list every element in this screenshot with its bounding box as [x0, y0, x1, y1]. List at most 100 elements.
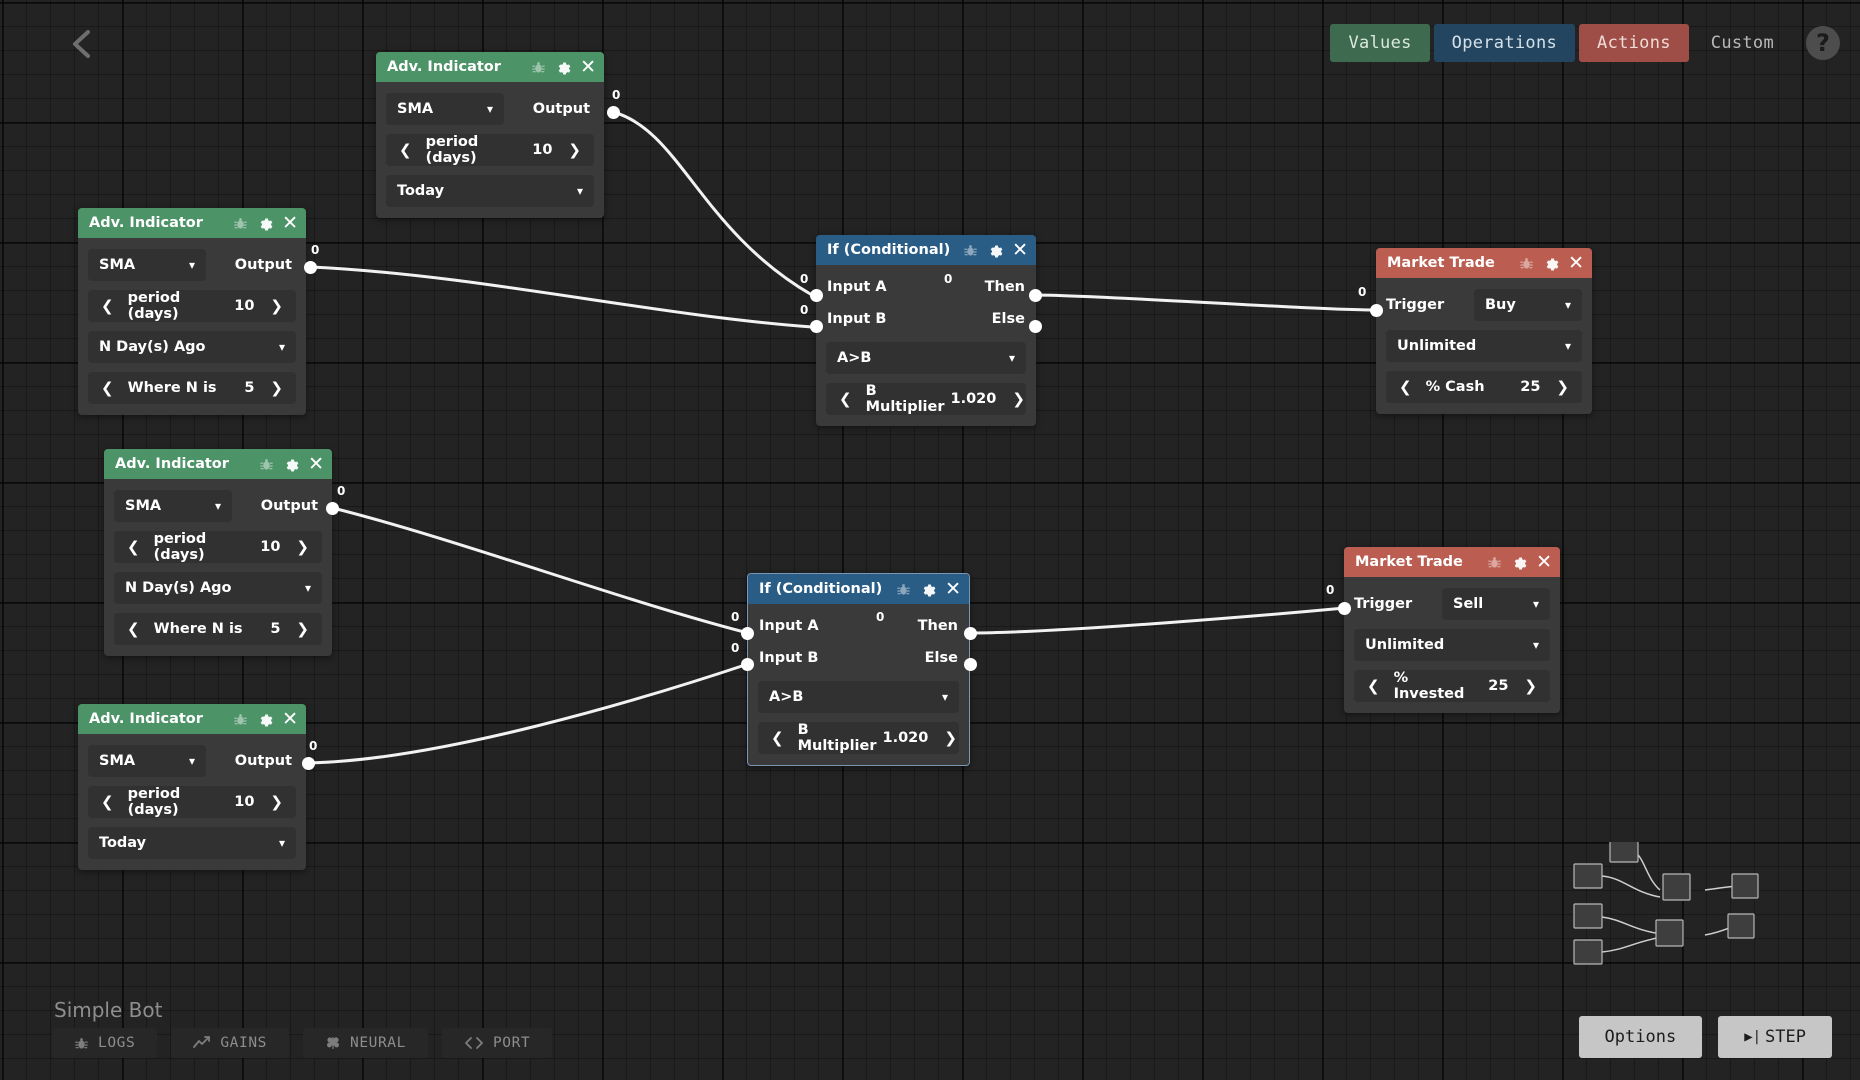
stepper-increment[interactable]: ❯ [1012, 390, 1025, 408]
close-icon[interactable]: ✕ [580, 55, 596, 78]
node-header[interactable]: Market Trade ✕ [1376, 248, 1592, 278]
help-button[interactable]: ? [1806, 26, 1840, 60]
node-adv-indicator-2[interactable]: Adv. Indicator ✕ SMA [78, 208, 306, 415]
port-output-ind2[interactable] [304, 261, 317, 274]
gear-icon[interactable] [555, 59, 571, 75]
gear-icon[interactable] [1543, 255, 1559, 271]
bug-icon[interactable] [1519, 256, 1534, 271]
bug-icon[interactable] [531, 60, 546, 75]
stepper-decrement[interactable]: ❮ [101, 793, 114, 811]
pct-stepper[interactable]: ❮ % Invested 25 ❯ [1354, 670, 1550, 702]
timeframe-select[interactable]: N Day(s) Ago ▾ [114, 572, 322, 604]
close-icon[interactable]: ✕ [1012, 238, 1028, 261]
b-multiplier-stepper[interactable]: ❮ B Multiplier 1.020 ❯ [758, 722, 959, 754]
bug-icon[interactable] [1487, 555, 1502, 570]
node-header[interactable]: If (Conditional) ✕ [748, 574, 969, 604]
bottom-right-controls[interactable]: Options ▶| STEP [1578, 1016, 1832, 1058]
node-header[interactable]: Market Trade ✕ [1344, 547, 1560, 577]
bug-icon[interactable] [233, 712, 248, 727]
stepper-decrement[interactable]: ❮ [127, 538, 140, 556]
stepper-decrement[interactable]: ❮ [1367, 677, 1380, 695]
bug-icon[interactable] [233, 216, 248, 231]
port-output-ind3[interactable] [326, 502, 339, 515]
node-market-trade-2[interactable]: Market Trade ✕ Trigger [1344, 547, 1560, 713]
indicator-type-select[interactable]: SMA ▾ [88, 745, 206, 777]
close-icon[interactable]: ✕ [945, 577, 961, 600]
stepper-decrement[interactable]: ❮ [101, 297, 114, 315]
comparison-select[interactable]: A>B ▾ [758, 681, 959, 713]
node-header[interactable]: Adv. Indicator ✕ [104, 449, 332, 479]
close-icon[interactable]: ✕ [1536, 550, 1552, 573]
gear-icon[interactable] [1511, 554, 1527, 570]
port-input-b-if2[interactable] [741, 658, 754, 671]
step-button[interactable]: ▶| STEP [1718, 1016, 1832, 1058]
tab-values[interactable]: Values [1330, 24, 1430, 62]
options-button[interactable]: Options [1578, 1016, 1703, 1058]
node-header[interactable]: If (Conditional) ✕ [816, 235, 1036, 265]
close-icon[interactable]: ✕ [282, 211, 298, 234]
stepper-decrement[interactable]: ❮ [771, 729, 784, 747]
period-stepper[interactable]: ❮ period (days) 10 ❯ [88, 290, 296, 322]
amount-mode-select[interactable]: Unlimited ▾ [1386, 330, 1582, 362]
back-button[interactable] [68, 27, 96, 61]
port-trigger-trade2[interactable] [1338, 602, 1351, 615]
port-trigger-trade1[interactable] [1370, 304, 1383, 317]
bug-icon[interactable] [896, 582, 911, 597]
stepper-increment[interactable]: ❯ [296, 538, 309, 556]
trade-action-select[interactable]: Buy ▾ [1474, 289, 1582, 321]
comparison-select[interactable]: A>B ▾ [826, 342, 1026, 374]
node-adv-indicator-4[interactable]: Adv. Indicator ✕ SMA [78, 704, 306, 870]
port-then-if2[interactable] [964, 627, 977, 640]
close-icon[interactable]: ✕ [308, 452, 324, 475]
top-navigation[interactable]: Values Operations Actions Custom ? [1330, 24, 1840, 62]
port-input-a-if1[interactable] [810, 289, 823, 302]
gear-icon[interactable] [987, 242, 1003, 258]
port-button[interactable]: PORT [441, 1028, 553, 1058]
stepper-increment[interactable]: ❯ [944, 729, 957, 747]
close-icon[interactable]: ✕ [282, 707, 298, 730]
node-adv-indicator-3[interactable]: Adv. Indicator ✕ SMA [104, 449, 332, 656]
stepper-increment[interactable]: ❯ [270, 793, 283, 811]
indicator-type-select[interactable]: SMA ▾ [386, 93, 504, 125]
stepper-increment[interactable]: ❯ [1556, 378, 1569, 396]
stepper-increment[interactable]: ❯ [568, 141, 581, 159]
period-stepper[interactable]: ❮ period (days) 10 ❯ [114, 531, 322, 563]
period-stepper[interactable]: ❮ period (days) 10 ❯ [386, 134, 594, 166]
node-header[interactable]: Adv. Indicator ✕ [376, 52, 604, 82]
bug-icon[interactable] [963, 243, 978, 258]
stepper-increment[interactable]: ❯ [270, 297, 283, 315]
gear-icon[interactable] [257, 711, 273, 727]
gear-icon[interactable] [920, 581, 936, 597]
node-market-trade-1[interactable]: Market Trade ✕ Trigger [1376, 248, 1592, 414]
port-output-ind4[interactable] [302, 757, 315, 770]
tab-actions[interactable]: Actions [1579, 24, 1689, 62]
timeframe-select[interactable]: Today ▾ [88, 827, 296, 859]
timeframe-select[interactable]: Today ▾ [386, 175, 594, 207]
close-icon[interactable]: ✕ [1568, 251, 1584, 274]
neural-button[interactable]: NEURAL [302, 1028, 428, 1058]
pct-stepper[interactable]: ❮ % Cash 25 ❯ [1386, 371, 1582, 403]
port-input-b-if1[interactable] [810, 320, 823, 333]
timeframe-select[interactable]: N Day(s) Ago ▾ [88, 331, 296, 363]
node-header[interactable]: Adv. Indicator ✕ [78, 704, 306, 734]
minimap[interactable] [1562, 842, 1812, 992]
amount-mode-select[interactable]: Unlimited ▾ [1354, 629, 1550, 661]
tab-operations[interactable]: Operations [1433, 24, 1576, 62]
stepper-decrement[interactable]: ❮ [127, 620, 140, 638]
stepper-decrement[interactable]: ❮ [839, 390, 852, 408]
port-else-if2[interactable] [964, 658, 977, 671]
port-else-if1[interactable] [1029, 320, 1042, 333]
n-stepper[interactable]: ❮ Where N is 5 ❯ [114, 613, 322, 645]
gear-icon[interactable] [257, 215, 273, 231]
indicator-type-select[interactable]: SMA ▾ [114, 490, 232, 522]
gear-icon[interactable] [283, 456, 299, 472]
b-multiplier-stepper[interactable]: ❮ B Multiplier 1.020 ❯ [826, 383, 1026, 415]
gains-button[interactable]: GAINS [171, 1028, 289, 1058]
port-input-a-if2[interactable] [741, 627, 754, 640]
node-if-conditional-1[interactable]: If (Conditional) ✕ Input A [816, 235, 1036, 426]
port-output-ind1[interactable] [607, 106, 620, 119]
logs-button[interactable]: LOGS [52, 1028, 158, 1058]
stepper-increment[interactable]: ❯ [270, 379, 283, 397]
tab-custom[interactable]: Custom [1710, 33, 1774, 53]
